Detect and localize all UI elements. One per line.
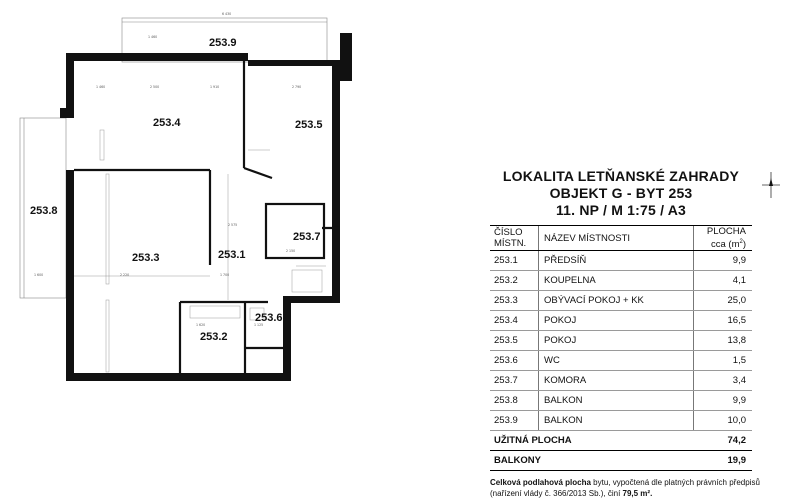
title-floor-scale: 11. NP / M 1:75 / A3: [555, 202, 687, 218]
col-name-header: NÁZEV MÍSTNOSTI: [538, 224, 694, 252]
balcony-253-9: [121, 17, 328, 63]
svg-text:1 700: 1 700: [220, 273, 229, 277]
furniture-lines: [74, 129, 326, 373]
svg-text:1 600: 1 600: [34, 273, 43, 277]
room-label-253-5: 253.5: [295, 119, 323, 131]
room-label-253-1: 253.1: [218, 249, 246, 261]
svg-text:1 910: 1 910: [210, 85, 219, 89]
room-label-253-8: 253.8: [30, 205, 58, 217]
room-labels: 253.9 253.4 253.5 253.8 253.3 253.1 253.…: [30, 37, 323, 343]
room-label-253-4: 253.4: [153, 117, 181, 129]
dimension-text: 6 430 1 460 1 460 2 500 1 910 2 790 1 60…: [34, 12, 301, 327]
room-schedule-panel: LOKALITA LETŇANSKÉ ZAHRADY OBJEKT G - BY…: [490, 168, 760, 499]
svg-text:2 220: 2 220: [120, 273, 129, 277]
svg-text:1 620: 1 620: [196, 323, 205, 327]
room-label-253-9: 253.9: [209, 37, 237, 49]
svg-text:1 460: 1 460: [96, 85, 105, 89]
svg-text:2 575: 2 575: [228, 223, 237, 227]
svg-text:1 125: 1 125: [254, 323, 263, 327]
room-label-253-3: 253.3: [132, 252, 160, 264]
title-block: LOKALITA LETŇANSKÉ ZAHRADY OBJEKT G - BY…: [490, 168, 752, 219]
title-project: LOKALITA LETŇANSKÉ ZAHRADY: [502, 168, 740, 184]
svg-text:2 790: 2 790: [292, 85, 301, 89]
svg-text:6 430: 6 430: [222, 12, 231, 16]
exterior-walls: [60, 33, 352, 381]
title-object: OBJEKT G - BYT 253: [549, 185, 693, 201]
floor-plan: 6 430 1 460 1 460 2 500 1 910 2 790 1 60…: [19, 12, 352, 381]
north-arrow-icon: [762, 172, 780, 198]
room-label-253-7: 253.7: [293, 231, 321, 243]
total-usable-area-row: UŽITNÁ PLOCHA 74,2: [490, 430, 752, 452]
room-label-253-2: 253.2: [200, 331, 228, 343]
svg-text:2 150: 2 150: [286, 249, 295, 253]
room-label-253-6: 253.6: [255, 312, 283, 324]
svg-text:1 460: 1 460: [148, 35, 157, 39]
footnote: Celková podlahová plocha bytu, vypočtená…: [490, 478, 760, 499]
interior-walls: [74, 60, 340, 374]
balconies-total-row: BALKONY 19,9: [490, 450, 752, 472]
svg-text:2 500: 2 500: [150, 85, 159, 89]
